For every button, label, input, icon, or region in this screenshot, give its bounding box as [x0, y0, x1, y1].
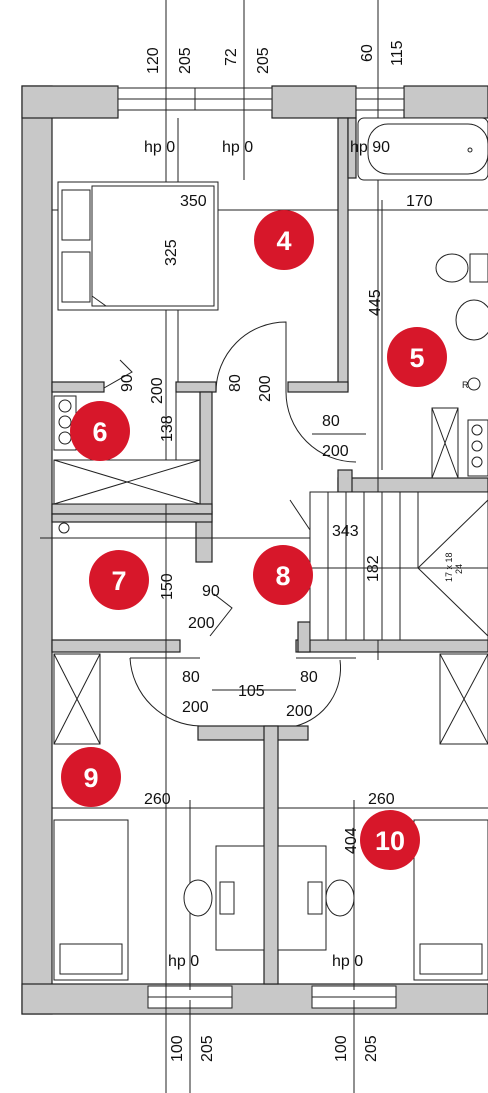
wall-stairs-post — [297, 621, 311, 653]
svg-text:6: 6 — [92, 417, 107, 447]
dim-150: 150 — [159, 573, 176, 600]
sink — [455, 299, 488, 341]
dim-170: 170 — [406, 193, 433, 210]
room-badge-8: 8 — [253, 545, 313, 605]
sill-height-5: hp 0 — [332, 953, 363, 970]
dimension-labels: 120 205 72 205 60 115 hp 0 hp 0 hp 90 hp… — [119, 40, 469, 1062]
dim-top-w2-height: 205 — [255, 47, 272, 74]
dim-top-w2-width: 72 — [223, 48, 240, 66]
outer-wall-bottom — [21, 983, 488, 1015]
stairs-label: 17 x 18 — [444, 552, 454, 582]
dim-260-left: 260 — [144, 791, 171, 808]
room-badges: 4 5 6 7 8 9 10 — [61, 210, 447, 870]
outer-wall-top-b — [271, 85, 357, 119]
wall-bedroom-bottom-left — [51, 381, 105, 393]
door3-width: 90 — [119, 374, 136, 392]
dim-top-w1-width: 120 — [145, 47, 162, 74]
staircase — [289, 491, 488, 641]
wall-bedroom-right — [337, 117, 349, 391]
door4-width: 90 — [202, 583, 220, 600]
wall-bedrooms-divider — [263, 725, 279, 985]
single-beds-and-desks — [53, 653, 488, 981]
room-badge-10: 10 — [360, 810, 420, 870]
wall-closet-bottom — [51, 503, 213, 515]
dim-343: 343 — [332, 523, 359, 540]
dim-bottom-w1-height: 205 — [199, 1035, 216, 1062]
room-badge-4: 4 — [254, 210, 314, 270]
svg-text:4: 4 — [276, 226, 291, 256]
dim-top-w1-height: 205 — [177, 47, 194, 74]
door1-height: 200 — [257, 375, 274, 402]
sill-height-4: hp 0 — [168, 953, 199, 970]
door2-height: 200 — [322, 443, 349, 460]
dim-bottom-w1-width: 100 — [169, 1035, 186, 1062]
toilet — [435, 253, 469, 283]
wall-bedroom-bottom-mid — [175, 381, 217, 393]
bath-fixtures — [357, 117, 488, 479]
outer-wall-top-a — [21, 85, 119, 119]
dim-bottom-w2-height: 205 — [363, 1035, 380, 1062]
door3-height: 200 — [149, 377, 166, 404]
room-badge-6: 6 — [70, 401, 130, 461]
outer-wall-top-c — [403, 85, 488, 119]
door5-height: 200 — [182, 699, 209, 716]
wall-bedroom-bottom-right — [287, 381, 349, 393]
svg-text:7: 7 — [111, 566, 126, 596]
sill-height-3: hp 90 — [350, 139, 390, 156]
wall-bath-left — [347, 117, 357, 179]
dim-top-w3-height: 115 — [389, 40, 406, 66]
dim-top-w3-width: 60 — [359, 44, 376, 62]
wall-room7-top — [51, 513, 213, 523]
wall-room7-bottom — [51, 639, 181, 653]
wall-bath-bottom — [337, 477, 488, 493]
dim-105: 105 — [238, 683, 265, 700]
svg-text:8: 8 — [275, 561, 290, 591]
wall-stairs-bottom — [295, 639, 488, 653]
outer-wall-left — [21, 85, 53, 1015]
room-badge-7: 7 — [89, 550, 149, 610]
dim-bottom-w2-width: 100 — [333, 1035, 350, 1062]
wall-corridor-a — [199, 391, 213, 513]
radiator-label: R — [462, 380, 469, 390]
wall-bedrooms-top — [197, 725, 309, 741]
sill-height-2: hp 0 — [222, 139, 253, 156]
dim-445: 445 — [367, 289, 384, 316]
door6-width: 80 — [300, 669, 318, 686]
wall-bath-corner — [337, 469, 353, 493]
svg-text:5: 5 — [409, 343, 424, 373]
room-badge-5: 5 — [387, 327, 447, 387]
door1-width: 80 — [227, 374, 244, 392]
double-bed — [57, 181, 219, 311]
door4-height: 200 — [188, 615, 215, 632]
dim-182: 182 — [365, 555, 382, 582]
sill-height-1: hp 0 — [144, 139, 175, 156]
stairs-label-2: 24 — [454, 564, 464, 574]
closet-fixtures — [53, 395, 201, 534]
dim-260-right: 260 — [368, 791, 395, 808]
svg-text:10: 10 — [375, 826, 405, 856]
dim-138: 138 — [159, 415, 176, 442]
room-badge-9: 9 — [61, 747, 121, 807]
dim-404: 404 — [343, 827, 360, 854]
door-swings — [103, 321, 357, 727]
dim-350: 350 — [180, 193, 207, 210]
door6-height: 200 — [286, 703, 313, 720]
dim-325: 325 — [163, 239, 180, 266]
svg-text:9: 9 — [83, 763, 98, 793]
door2-width: 80 — [322, 413, 340, 430]
door5-width: 80 — [182, 669, 200, 686]
walls — [21, 85, 488, 1015]
